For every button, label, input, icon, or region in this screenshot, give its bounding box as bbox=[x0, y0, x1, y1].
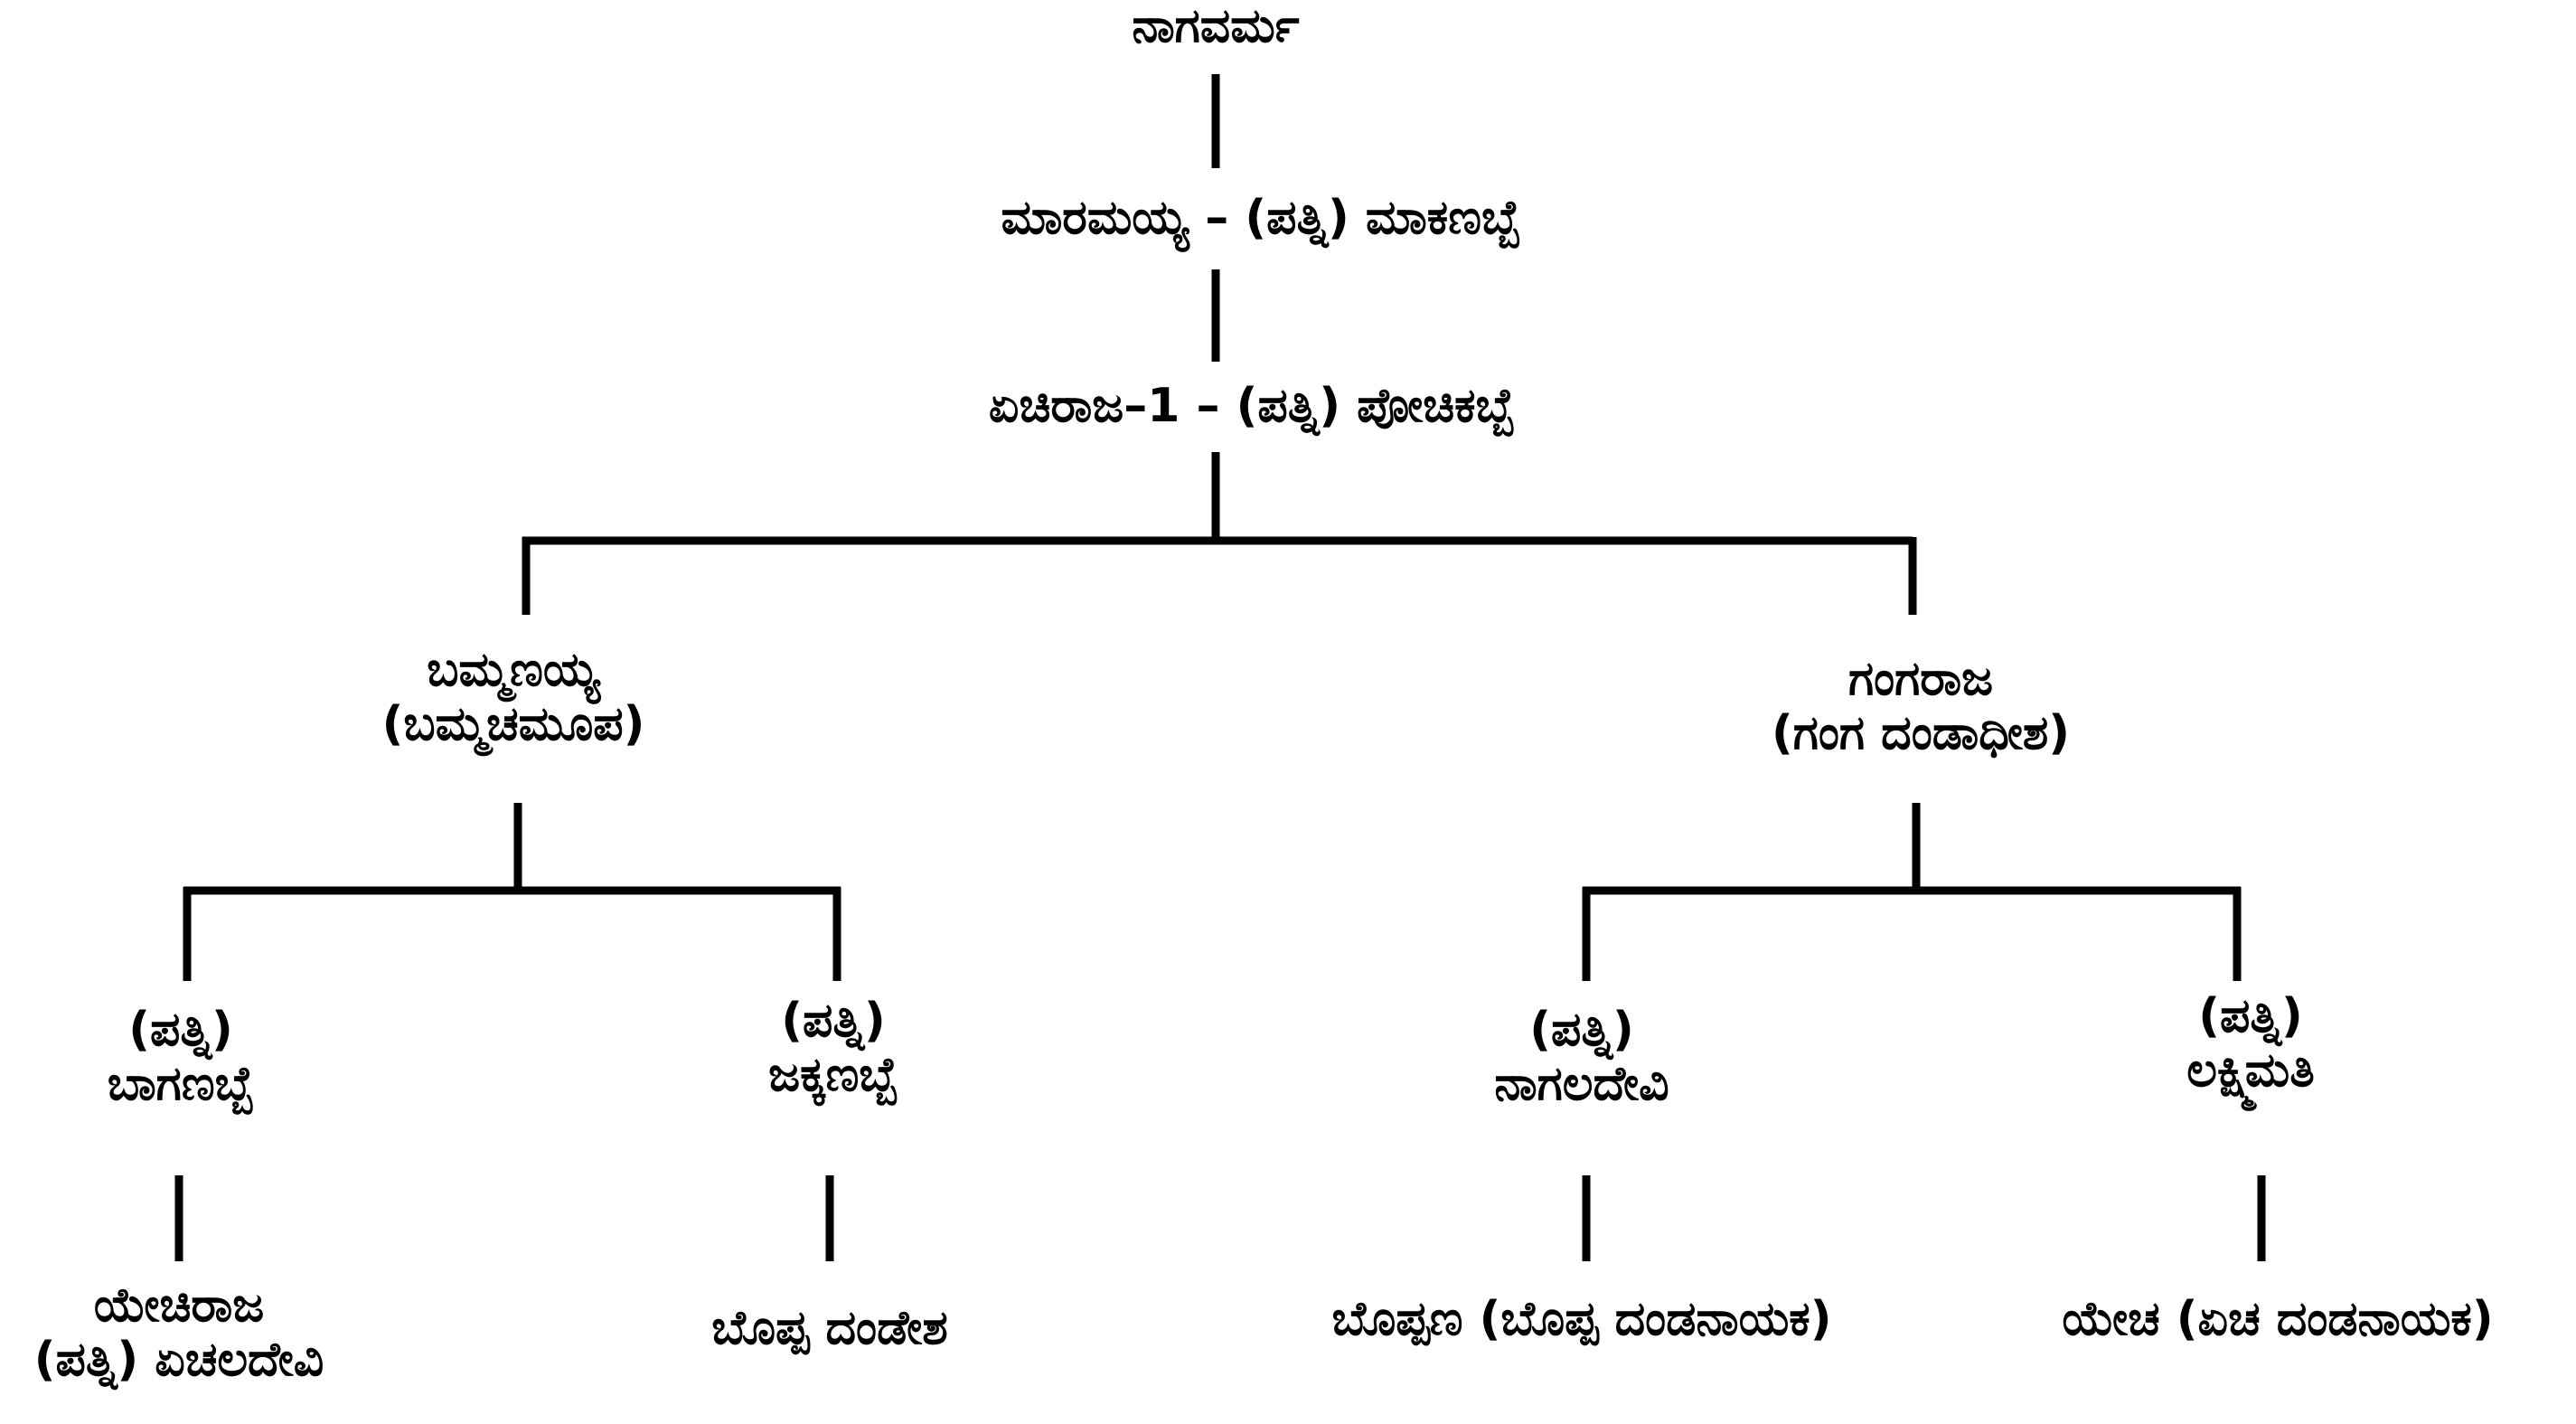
right-son-title: (ಗಂಗ ದಂಡಾಧೀಶ) bbox=[1771, 705, 2071, 760]
node-child-3: ಬೊಪ್ಪಣ (ಬೊಪ್ಪ ದಂಡನಾಯಕ) bbox=[1331, 1292, 1832, 1347]
node-wife-2: (ಪತ್ನಿ) ಜಕ್ಕಣಬ್ಬೆ bbox=[768, 994, 898, 1103]
wife-3-label: (ಪತ್ನಿ) bbox=[1529, 1003, 1634, 1057]
node-right-son: ಗಂಗರಾಜ (ಗಂಗ ದಂಡಾಧೀಶ) bbox=[1771, 652, 2071, 761]
child-4-name: ಯೇಚ (ಏಚ ದಂಡನಾಯಕ) bbox=[2062, 1292, 2494, 1346]
left-son-title: (ಬಮ್ಮಚಮೂಪ) bbox=[381, 696, 645, 751]
node-gen3: ಏಚಿರಾಜ–1 – (ಪತ್ನಿ) ಪೋಚಿಕಬ್ಬೆ bbox=[988, 379, 1516, 434]
wife-4-label: (ಪತ್ನಿ) bbox=[2198, 989, 2303, 1043]
gen3-couple: ಏಚಿರಾಜ–1 – (ಪತ್ನಿ) ಪೋಚಿಕಬ್ಬೆ bbox=[988, 379, 1516, 433]
child-2-name: ಬೊಪ್ಪ ದಂಡೇಶ bbox=[711, 1301, 948, 1355]
wife-2-label: (ಪತ್ನಿ) bbox=[781, 994, 886, 1048]
node-wife-1: (ಪತ್ನಿ) ಬಾಗಣಬ್ಬೆ bbox=[107, 1003, 255, 1112]
wife-2-name: ಜಕ್ಕಣಬ್ಬೆ bbox=[768, 1047, 898, 1102]
node-root: ನಾಗವರ್ಮ bbox=[1132, 0, 1299, 54]
right-son-name: ಗಂಗರಾಜ bbox=[1847, 652, 1994, 706]
wife-1-name: ಬಾಗಣಬ್ಬೆ bbox=[107, 1056, 255, 1111]
node-wife-4: (ಪತ್ನಿ) ಲಕ್ಷ್ಮಿಮತಿ bbox=[2186, 989, 2315, 1099]
node-wife-3: (ಪತ್ನಿ) ನಾಗಲದೇವಿ bbox=[1494, 1003, 1669, 1112]
node-gen2: ಮಾರಮಯ್ಯ – (ಪತ್ನಿ) ಮಾಕಣಬ್ಬೆ bbox=[1001, 191, 1521, 246]
child-3-name: ಬೊಪ್ಪಣ (ಬೊಪ್ಪ ದಂಡನಾಯಕ) bbox=[1331, 1292, 1832, 1346]
wife-3-name: ನಾಗಲದೇವಿ bbox=[1494, 1056, 1669, 1111]
left-son-name: ಬಮ್ಮಣಯ್ಯ bbox=[427, 643, 600, 697]
node-child-1: ಯೇಚಿರಾಜ (ಪತ್ನಿ) ಏಚಲದೇವಿ bbox=[33, 1278, 324, 1388]
gen2-couple: ಮಾರಮಯ್ಯ – (ಪತ್ನಿ) ಮಾಕಣಬ್ಬೆ bbox=[1001, 191, 1521, 245]
wife-1-label: (ಪತ್ನಿ) bbox=[128, 1003, 233, 1057]
wife-4-name: ಲಕ್ಷ್ಮಿಮತಿ bbox=[2186, 1042, 2315, 1098]
node-child-2: ಬೊಪ್ಪ ದಂಡೇಶ bbox=[711, 1301, 948, 1356]
child-1-spouse: (ಪತ್ನಿ) ಏಚಲದೇವಿ bbox=[33, 1332, 324, 1387]
node-left-son: ಬಮ್ಮಣಯ್ಯ (ಬಮ್ಮಚಮೂಪ) bbox=[381, 643, 645, 752]
root-name: ನಾಗವರ್ಮ bbox=[1132, 0, 1300, 53]
node-child-4: ಯೇಚ (ಏಚ ದಂಡನಾಯಕ) bbox=[2062, 1292, 2494, 1347]
child-1-name: ಯೇಚಿರಾಜ bbox=[93, 1278, 265, 1333]
